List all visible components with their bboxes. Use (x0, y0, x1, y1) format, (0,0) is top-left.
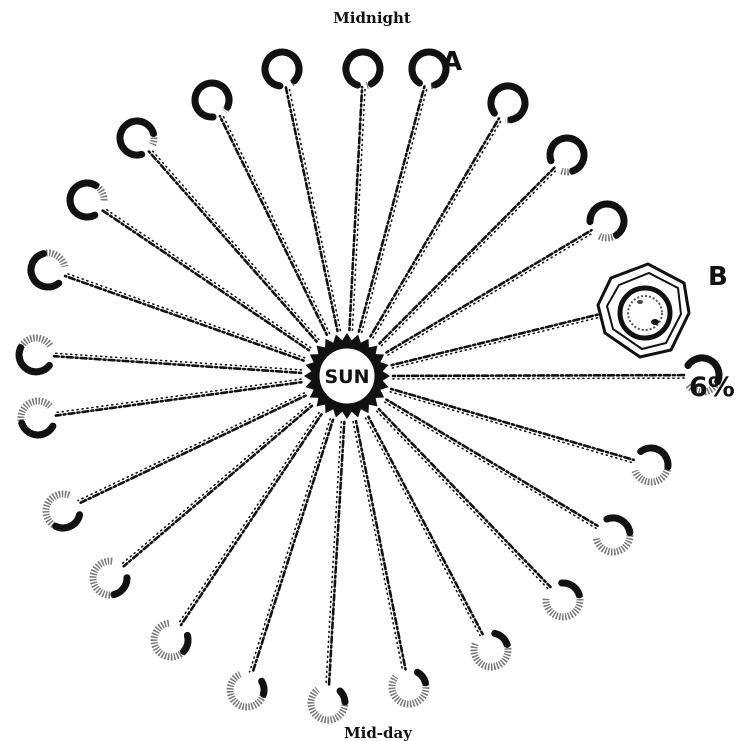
ray-line-inner (353, 422, 402, 670)
crescent-dark (195, 83, 229, 117)
ray-line (356, 421, 406, 669)
ray-line-inner (250, 419, 331, 672)
crescent-dark (495, 633, 507, 644)
crescent-dark (412, 52, 446, 85)
crescent-dark (120, 121, 153, 155)
ray-line-inner (352, 87, 365, 330)
ray-line-inner (223, 115, 330, 334)
label-midday: Mid-day (344, 724, 413, 741)
phase-crescent (412, 52, 446, 86)
phase-crescent (154, 623, 188, 657)
phase-crescent (311, 690, 345, 720)
ray-line-inner (289, 86, 341, 330)
phase-crescent (120, 121, 154, 155)
phase-crescent (392, 672, 426, 704)
ray-line (79, 396, 305, 504)
ray-line (54, 356, 301, 373)
ray-line-inner (55, 379, 301, 412)
sun: SUN (304, 333, 390, 419)
phase-crescent (590, 204, 624, 238)
phase-crescent (635, 448, 668, 482)
ray-line (380, 168, 555, 344)
crescent-dark (265, 52, 299, 86)
ray-line (329, 422, 344, 685)
ray-line-inner (390, 392, 633, 463)
ray-line (379, 409, 551, 587)
ray-line (392, 309, 620, 365)
ray-line-inner (373, 120, 501, 338)
crescent-dark (262, 681, 264, 694)
ray-line (393, 375, 684, 376)
sun-label: SUN (324, 366, 369, 388)
crescent-dark (346, 52, 380, 85)
phase-crescent (265, 52, 299, 86)
ray-line-inner (54, 353, 301, 370)
crescent-dark (31, 254, 59, 287)
ray-line (102, 210, 309, 350)
ray-line-inner (179, 413, 320, 624)
ray-line-inner (326, 422, 341, 685)
crescent-dark (114, 578, 127, 595)
label-midnight: Midnight (333, 9, 411, 27)
label-percent: 6% (689, 372, 735, 403)
label-a: A (442, 47, 462, 77)
phase-crescent (195, 83, 229, 117)
phase-crescent (70, 183, 104, 217)
phase-crescent (491, 86, 525, 120)
ray-line (65, 276, 304, 361)
ray-line (286, 87, 338, 331)
ray-line-inner (66, 273, 305, 358)
crescent-dark (340, 691, 345, 702)
crescent-dark (491, 86, 525, 120)
ray-line (370, 119, 499, 337)
ray-line-inner (151, 150, 319, 340)
phase-crescent (19, 338, 51, 372)
phase-crescent (346, 52, 380, 86)
ray-line (124, 406, 312, 567)
crescent-dark (184, 635, 188, 651)
phase-crescent (93, 561, 127, 595)
phase-crescent (596, 518, 630, 552)
crescent-dark (641, 448, 668, 467)
ray-line-inner (366, 418, 480, 635)
phase-crescent (230, 674, 264, 707)
body-b (598, 264, 689, 357)
ray-line-inner (382, 170, 557, 346)
phase-crescent (46, 494, 80, 528)
phase-crescent (21, 401, 53, 435)
ray-line (220, 116, 327, 335)
ray-line (368, 417, 482, 634)
crescent-dark (550, 138, 584, 171)
crescent-dark (562, 583, 580, 595)
ray-line-inner (393, 378, 684, 379)
ray-line (56, 382, 302, 415)
ray-line (149, 152, 317, 342)
ray-line-inner (388, 233, 593, 355)
ray-line-inner (122, 404, 310, 564)
ray-line-inner (392, 312, 620, 368)
label-b: B (708, 262, 728, 292)
crescent-dark (590, 204, 624, 235)
ray-line (359, 86, 425, 331)
crescent-dark (22, 423, 53, 435)
phase-crescent (31, 253, 65, 287)
crescent-dark (607, 518, 630, 533)
ray-line-inner (377, 411, 549, 589)
crescent-dark (70, 183, 96, 217)
crescent-dark (56, 515, 80, 528)
crescent-dark (418, 672, 426, 683)
crescent-dark (19, 348, 49, 372)
ray-line (349, 87, 362, 330)
ray-line (387, 230, 592, 352)
phase-crescent (474, 633, 508, 667)
